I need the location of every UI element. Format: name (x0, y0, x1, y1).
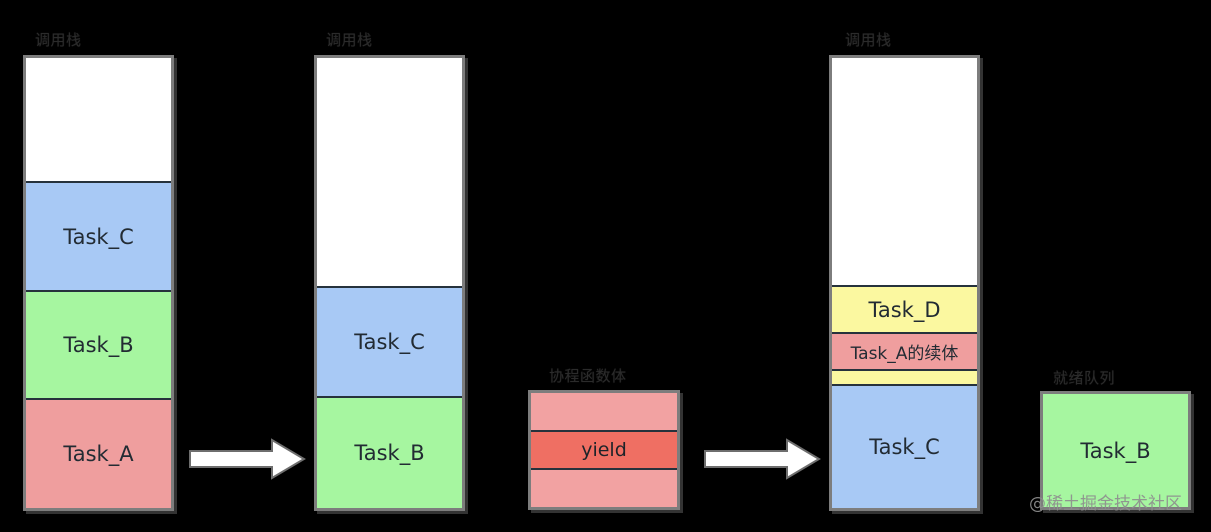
stack-2-segment-empty (317, 57, 462, 286)
coroutine-body-box: yield (528, 390, 680, 510)
caption-yield-box: 协程函数体 (549, 367, 627, 385)
caption-stack-3: 调用栈 (845, 31, 892, 49)
stack-3-segment-task-d: Task_D (832, 285, 977, 332)
stack-3-segment-task-c: Task_C (832, 384, 977, 508)
arrow-1 (188, 437, 306, 481)
call-stack-3: Task_D Task_A的续体 Task_C (829, 55, 980, 511)
caption-stack-2: 调用栈 (326, 31, 373, 49)
stack-2-segment-task-c: Task_C (317, 285, 462, 397)
stack-3-segment-task-a-continuation: Task_A的续体 (832, 332, 977, 369)
stack-1-segment-task-a: Task_A (26, 398, 171, 508)
watermark: @稀土掘金技术社区 (1029, 494, 1182, 514)
arrow-right-icon (189, 438, 306, 480)
yield-band-middle: yield (531, 429, 677, 471)
stack-2-segment-task-b: Task_B (317, 396, 462, 508)
stack-1-segment-task-b: Task_B (26, 289, 171, 399)
arrow-right-icon (704, 438, 821, 480)
call-stack-1: Task_C Task_B Task_A (23, 55, 174, 511)
call-stack-2: Task_C Task_B (314, 55, 465, 511)
caption-stack-1: 调用栈 (35, 31, 82, 49)
stack-1-segment-task-c: Task_C (26, 181, 171, 290)
caption-ready-box-text: 就绪队列 (1053, 369, 1116, 387)
yield-band-bottom (531, 470, 677, 508)
stack-1-segment-empty (26, 58, 171, 182)
ready-queue-task-b-box: Task_B (1040, 391, 1191, 510)
stack-3-segment-empty (832, 58, 977, 285)
arrow-2 (703, 437, 821, 481)
stack-3-segment-yellow-strip (832, 369, 977, 384)
yield-band-top (531, 393, 677, 430)
